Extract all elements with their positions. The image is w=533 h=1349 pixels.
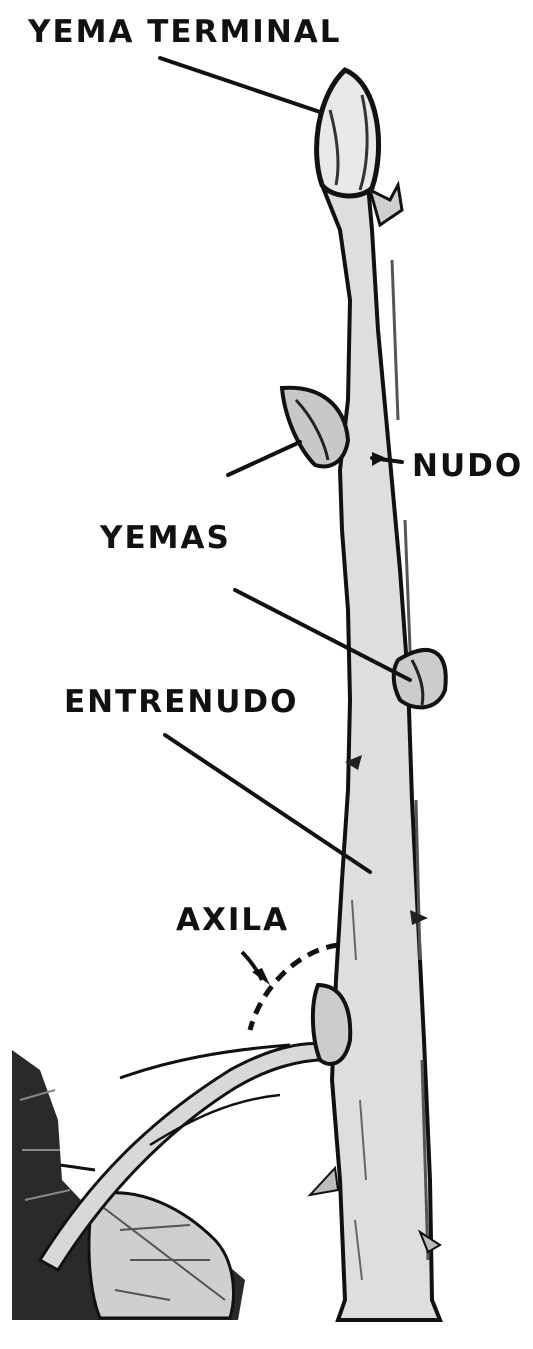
label-yemas: YEMAS <box>99 520 231 556</box>
label-entrenudo: ENTRENUDO <box>64 684 299 720</box>
lateral-bud-lower <box>394 650 446 707</box>
label-yema-terminal: YEMA TERMINAL <box>27 14 342 50</box>
label-axila: AXILA <box>176 902 289 938</box>
label-nudo: NUDO <box>412 448 523 484</box>
